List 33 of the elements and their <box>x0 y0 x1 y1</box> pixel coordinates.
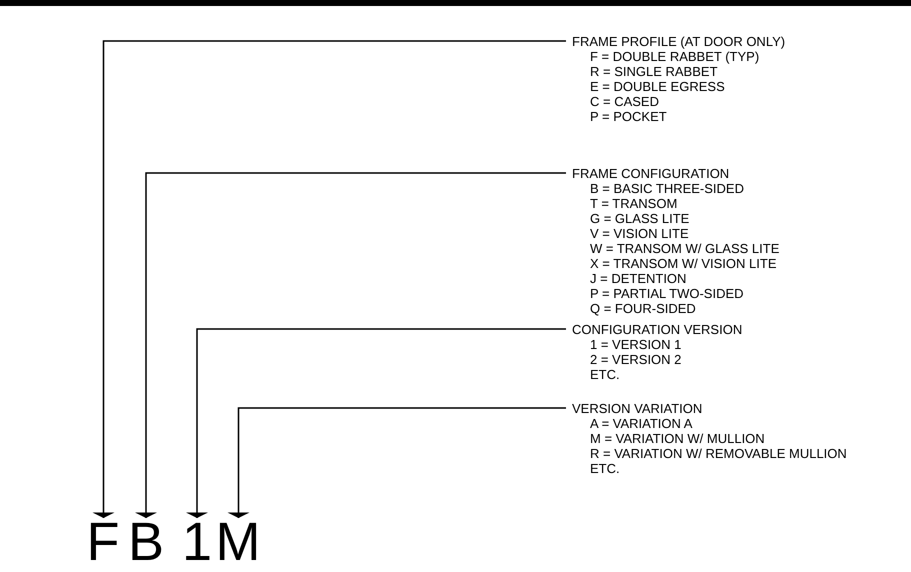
code-definition: 2 = VERSION 2 <box>590 352 682 367</box>
code-definition: P = PARTIAL TWO-SIDED <box>590 286 744 301</box>
code-definition: R = VARIATION W/ REMOVABLE MULLION <box>590 446 847 461</box>
key-heading: FRAME PROFILE (AT DOOR ONLY) <box>572 34 786 49</box>
code-definition: A = VARIATION A <box>590 416 692 431</box>
leader-arrow <box>92 40 566 518</box>
code-definition: V = VISION LITE <box>590 226 689 241</box>
code-definition: B = BASIC THREE-SIDED <box>590 181 744 196</box>
code-definition: X = TRANSOM W/ VISION LITE <box>590 256 776 271</box>
tag-letter: 1 <box>182 522 212 562</box>
code-definition: Q = FOUR-SIDED <box>590 301 696 316</box>
code-definition: ETC. <box>590 367 620 382</box>
code-definition: G = GLASS LITE <box>590 211 690 226</box>
key-heading: VERSION VARIATION <box>572 401 702 416</box>
code-definition: ETC. <box>590 461 620 476</box>
tag-letter: F <box>86 522 120 562</box>
code-definition: F = DOUBLE RABBET (TYP) <box>590 49 760 64</box>
code-definition: W = TRANSOM W/ GLASS LITE <box>590 241 780 256</box>
code-definition: 1 = VERSION 1 <box>590 337 682 352</box>
leader-arrow <box>228 407 566 518</box>
code-definition: J = DETENTION <box>590 271 686 286</box>
code-definition: E = DOUBLE EGRESS <box>590 79 725 94</box>
leader-arrow <box>135 172 566 518</box>
tag-letter: B <box>128 522 164 562</box>
key-heading: FRAME CONFIGURATION <box>572 166 730 181</box>
code-definition: M = VARIATION W/ MULLION <box>590 431 765 446</box>
leader-arrow <box>186 328 566 518</box>
key-heading: CONFIGURATION VERSION <box>572 322 742 337</box>
code-definition: C = CASED <box>590 94 659 109</box>
code-definition: R = SINGLE RABBET <box>590 64 718 79</box>
code-definition: P = POCKET <box>590 109 667 124</box>
tag-letter: M <box>216 522 260 562</box>
code-definition: T = TRANSOM <box>590 196 678 211</box>
